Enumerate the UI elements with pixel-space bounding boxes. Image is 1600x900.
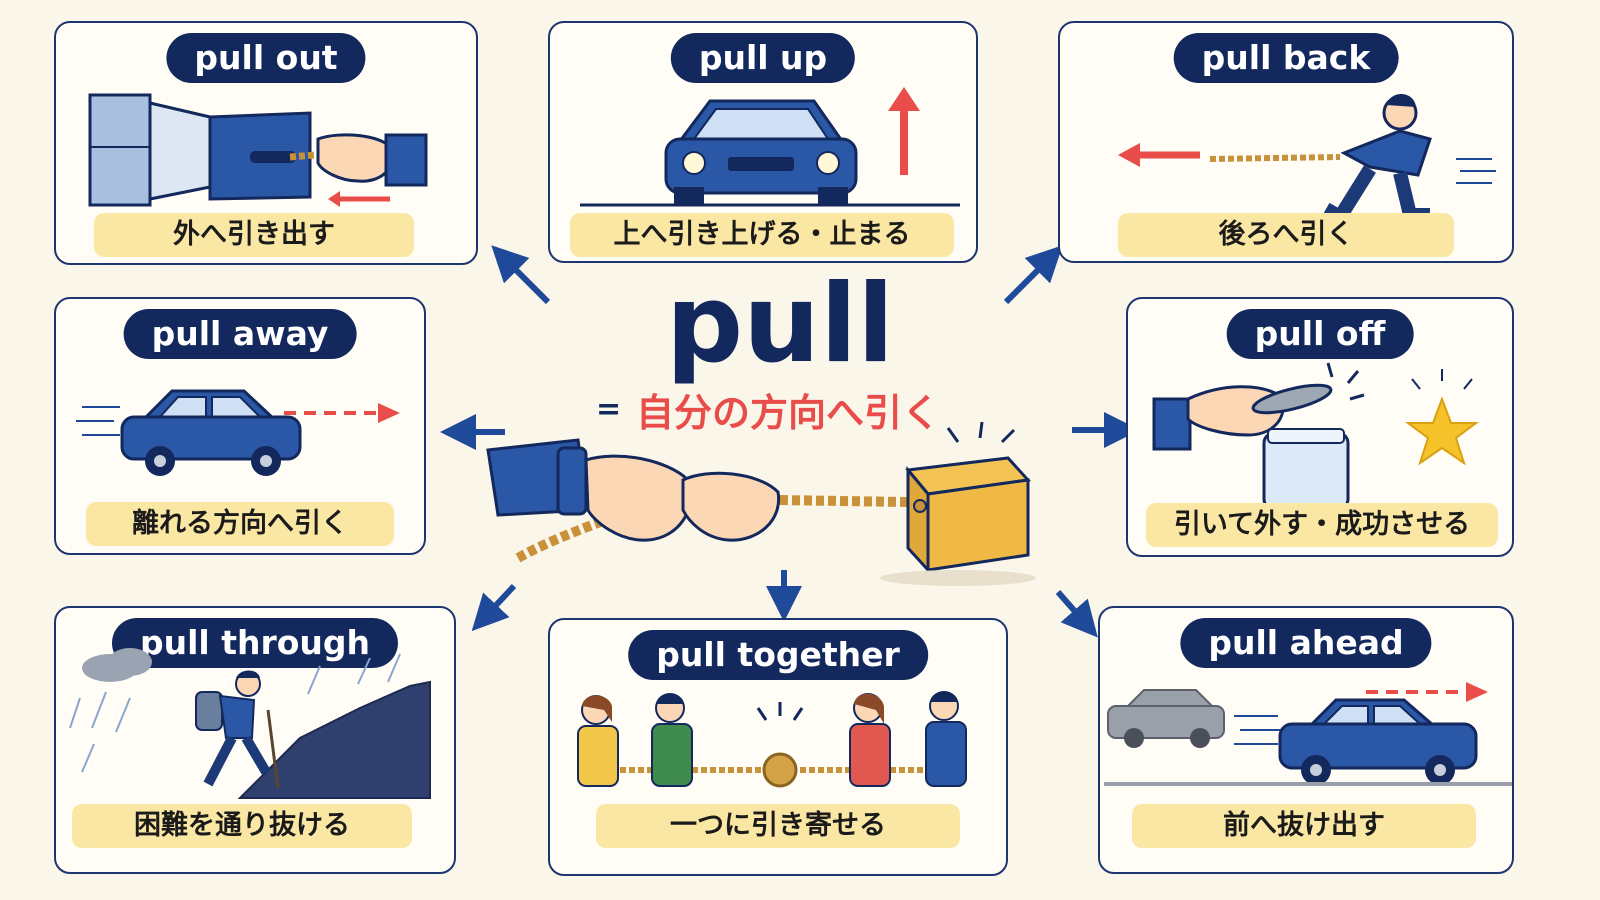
drawer-pull-icon [88,93,428,207]
card-pull-together: pull together 一つに引き寄せる [548,618,1008,876]
phrase-pill: pull out [166,33,366,83]
phrase-pill: pull back [1173,33,1399,83]
phrase-pill: pull up [670,33,856,83]
meaning-label: 一つに引き寄せる [596,804,960,848]
car-stop-icon [580,87,960,207]
card-pull-away: pull away 離れる方向へ引く [54,297,426,555]
meaning-label: 前へ抜け出す [1132,804,1476,848]
meaning-label: 外へ引き出す [94,213,414,257]
center-definition: 自分の方向へ引く [636,391,941,435]
card-pull-up: pull up 上へ引き上げる・止まる [548,21,978,263]
hiker-climbing-icon [69,648,431,799]
card-pull-ahead: pull ahead 前へ抜け出す [1098,606,1514,874]
center-equals: = [596,392,622,427]
center-title: pull [665,262,895,387]
card-pull-back: pull back 後ろへ引く [1058,21,1514,263]
rope-pulling-man-icon [1118,93,1496,227]
phrase-pill: pull together [628,630,928,680]
phrase-pill: pull through [111,618,399,668]
meaning-label: 困難を通り抜ける [72,804,412,848]
meaning-label: 後ろへ引く [1118,213,1454,257]
phrase-pill: pull off [1226,309,1414,359]
hands-pulling-box-icon [486,421,1036,586]
meaning-label: 上へ引き上げる・止まる [570,213,954,257]
meaning-label: 引いて外す・成功させる [1146,503,1498,547]
car-driving-away-icon [76,389,400,476]
phrase-pill: pull away [123,309,357,359]
team-tug-icon [577,691,967,788]
meaning-label: 離れる方向へ引く [86,502,394,546]
jar-lid-icon [1152,362,1479,511]
card-pull-off: pull off 引いて外す・成功させる [1126,297,1514,557]
card-pull-out: pull out 外へ引き出す [54,21,478,265]
phrase-pill: pull ahead [1180,618,1432,668]
card-pull-through: pull through 困難を通り抜ける [54,606,456,874]
car-overtaking-icon [1104,682,1512,786]
